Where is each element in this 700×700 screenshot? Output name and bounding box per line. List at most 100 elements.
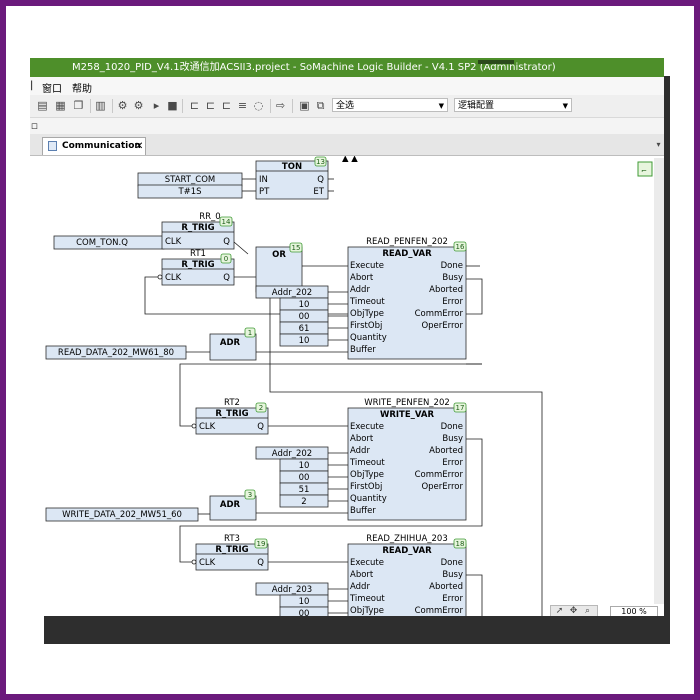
adr3-badge <box>244 489 256 500</box>
step-out-icon[interactable]: ⊏ <box>221 99 232 112</box>
build-icon[interactable]: ⚙ <box>117 99 128 112</box>
read-zhihua-instance: READ_ZHIHUA_203 <box>366 534 448 544</box>
var-read-data[interactable] <box>45 345 187 360</box>
mode-button[interactable] <box>637 161 653 177</box>
rt2-order-badge <box>255 402 267 413</box>
pin-firstobj: FirstObj <box>350 321 382 331</box>
pin-commerror: CommError <box>415 606 464 616</box>
breakpoint-icon[interactable]: ◌ <box>253 99 264 112</box>
pin-timeout: Timeout <box>349 297 385 307</box>
zoom-level[interactable]: 100 % <box>610 606 658 616</box>
menu-window[interactable]: 窗口 <box>42 84 62 95</box>
pin-commerror: CommError <box>415 470 464 480</box>
pin-busy: Busy <box>442 570 463 580</box>
toolbar-separator <box>292 99 293 113</box>
rr0-instance-name: RR_0 <box>199 212 220 222</box>
rt3-q-pin: Q <box>257 558 264 568</box>
pin-icon[interactable]: ▫ <box>30 119 39 132</box>
fbd-editor[interactable]: ▲ ▲ ⌐ START_COM T#1S TON IN PT Q ET 13 C <box>30 156 664 616</box>
read-zhihua-inputs: Execute Abort Addr Timeout ObjType <box>349 558 385 616</box>
read-penfen-block[interactable] <box>347 246 467 360</box>
step-into-icon[interactable]: ≡ <box>237 99 248 112</box>
fbd-diagram: ▲ ▲ ⌐ START_COM T#1S TON IN PT Q ET 13 C <box>45 156 653 616</box>
var-write-data[interactable] <box>45 507 199 522</box>
done-to-rt2-wire <box>179 363 482 427</box>
collapse-icon[interactable]: ▲ ▲ <box>342 156 358 164</box>
rt1-q-pin: Q <box>223 273 230 283</box>
read-zhihua-number: 18 <box>456 540 465 548</box>
pin-aborted: Aborted <box>429 582 463 592</box>
zoom-icon[interactable]: ⌕ <box>584 606 591 616</box>
rr0-order-number: 14 <box>222 218 231 226</box>
pointer-icon[interactable]: ➚ <box>555 606 564 616</box>
var-com-ton-q-label: COM_TON.Q <box>76 238 128 248</box>
editor-tab-strip: Communication ✕ ▾ <box>30 134 664 156</box>
write-penfen-block[interactable] <box>347 407 467 521</box>
pin-quantity: Quantity <box>350 494 387 504</box>
read-zhihua-outputs: Done Busy Aborted Error CommError <box>415 558 464 616</box>
link-icon[interactable]: ⚙ <box>133 99 144 112</box>
negation-marker <box>191 559 197 565</box>
window-icon[interactable]: ▤ <box>37 99 48 112</box>
paste-icon[interactable]: ▦ <box>55 99 66 112</box>
pin-busy: Busy <box>442 273 463 283</box>
logic-config-combo[interactable]: 逻辑配置 ▼ <box>454 98 572 112</box>
read-zhihua-block[interactable] <box>347 543 467 616</box>
const-firstobj-label: 61 <box>299 324 310 334</box>
tab-communication[interactable]: Communication ✕ <box>42 137 146 155</box>
or-order-badge <box>289 242 303 253</box>
move-icon[interactable]: ✥ <box>569 606 578 616</box>
arrow-icon[interactable]: ⇨ <box>275 99 286 112</box>
pin-abort: Abort <box>350 570 374 580</box>
ton-block[interactable] <box>255 160 329 200</box>
wire <box>233 241 249 255</box>
toolbar-separator <box>270 99 271 113</box>
rt1-order-badge <box>220 253 232 264</box>
tab-list-icon[interactable]: ▾ <box>656 140 661 149</box>
title-bar[interactable]: M258_1020_PID_V4.1改通信加ACSII3.project - S… <box>30 58 664 77</box>
mode-icon: ⌐ <box>641 167 647 175</box>
negation-marker <box>191 423 197 429</box>
step-over-icon[interactable]: ⊏ <box>205 99 216 112</box>
rr0-block-title: R_TRIG <box>181 223 214 233</box>
pin-error: Error <box>442 458 463 468</box>
copy-icon[interactable]: ❐ <box>73 99 84 112</box>
const-timeout-203-label: 10 <box>299 597 310 607</box>
adr3-block[interactable] <box>209 495 257 521</box>
stop-icon[interactable]: ■ <box>167 99 178 112</box>
logic-config-combo-value: 逻辑配置 <box>458 101 495 111</box>
var-t1s[interactable] <box>137 184 243 199</box>
vertical-scrollbar[interactable] <box>654 158 664 604</box>
ton-order-badge <box>314 156 327 167</box>
rt1-rtrig-block[interactable] <box>161 258 235 286</box>
menu-help[interactable]: 帮助 <box>72 84 92 95</box>
grid-icon[interactable]: ▥ <box>95 99 106 112</box>
const-objtype-write-label: 00 <box>299 473 310 483</box>
rt3-rtrig-block[interactable] <box>195 543 269 571</box>
write-penfen-title: WRITE_VAR <box>380 410 435 420</box>
watch-icon[interactable]: ⧉ <box>316 99 325 112</box>
select-all-combo[interactable]: 全选 ▼ <box>332 98 448 112</box>
adr3-number: 3 <box>248 491 252 499</box>
toolbar-separator <box>112 99 113 113</box>
read-penfen-number: 16 <box>456 243 465 251</box>
rt3-instance-name: RT3 <box>224 534 240 544</box>
monitor-icon[interactable]: ▣ <box>299 99 310 112</box>
read-penfen-instance: READ_PENFEN_202 <box>366 237 448 247</box>
const-quantity-write-label: 2 <box>301 497 306 507</box>
or-block[interactable] <box>255 246 303 293</box>
rt1-clk-pin: CLK <box>165 273 182 283</box>
var-addr-202-write-label: Addr_202 <box>272 449 312 459</box>
const-objtype-203-label: 00 <box>299 609 310 616</box>
adr1-block[interactable] <box>209 333 257 361</box>
rr0-rtrig-block[interactable] <box>161 221 235 250</box>
rt2-rtrig-block[interactable] <box>195 407 269 435</box>
var-t1s-label: T#1S <box>177 187 201 197</box>
close-icon[interactable]: ✕ <box>135 141 144 152</box>
pin-timeout: Timeout <box>349 458 385 468</box>
pin-objtype: ObjType <box>350 309 384 319</box>
read-zhihua-badge <box>453 538 467 549</box>
wire <box>466 574 483 616</box>
step-icon[interactable]: ⊏ <box>189 99 200 112</box>
run-icon[interactable]: ▸ <box>153 99 160 112</box>
